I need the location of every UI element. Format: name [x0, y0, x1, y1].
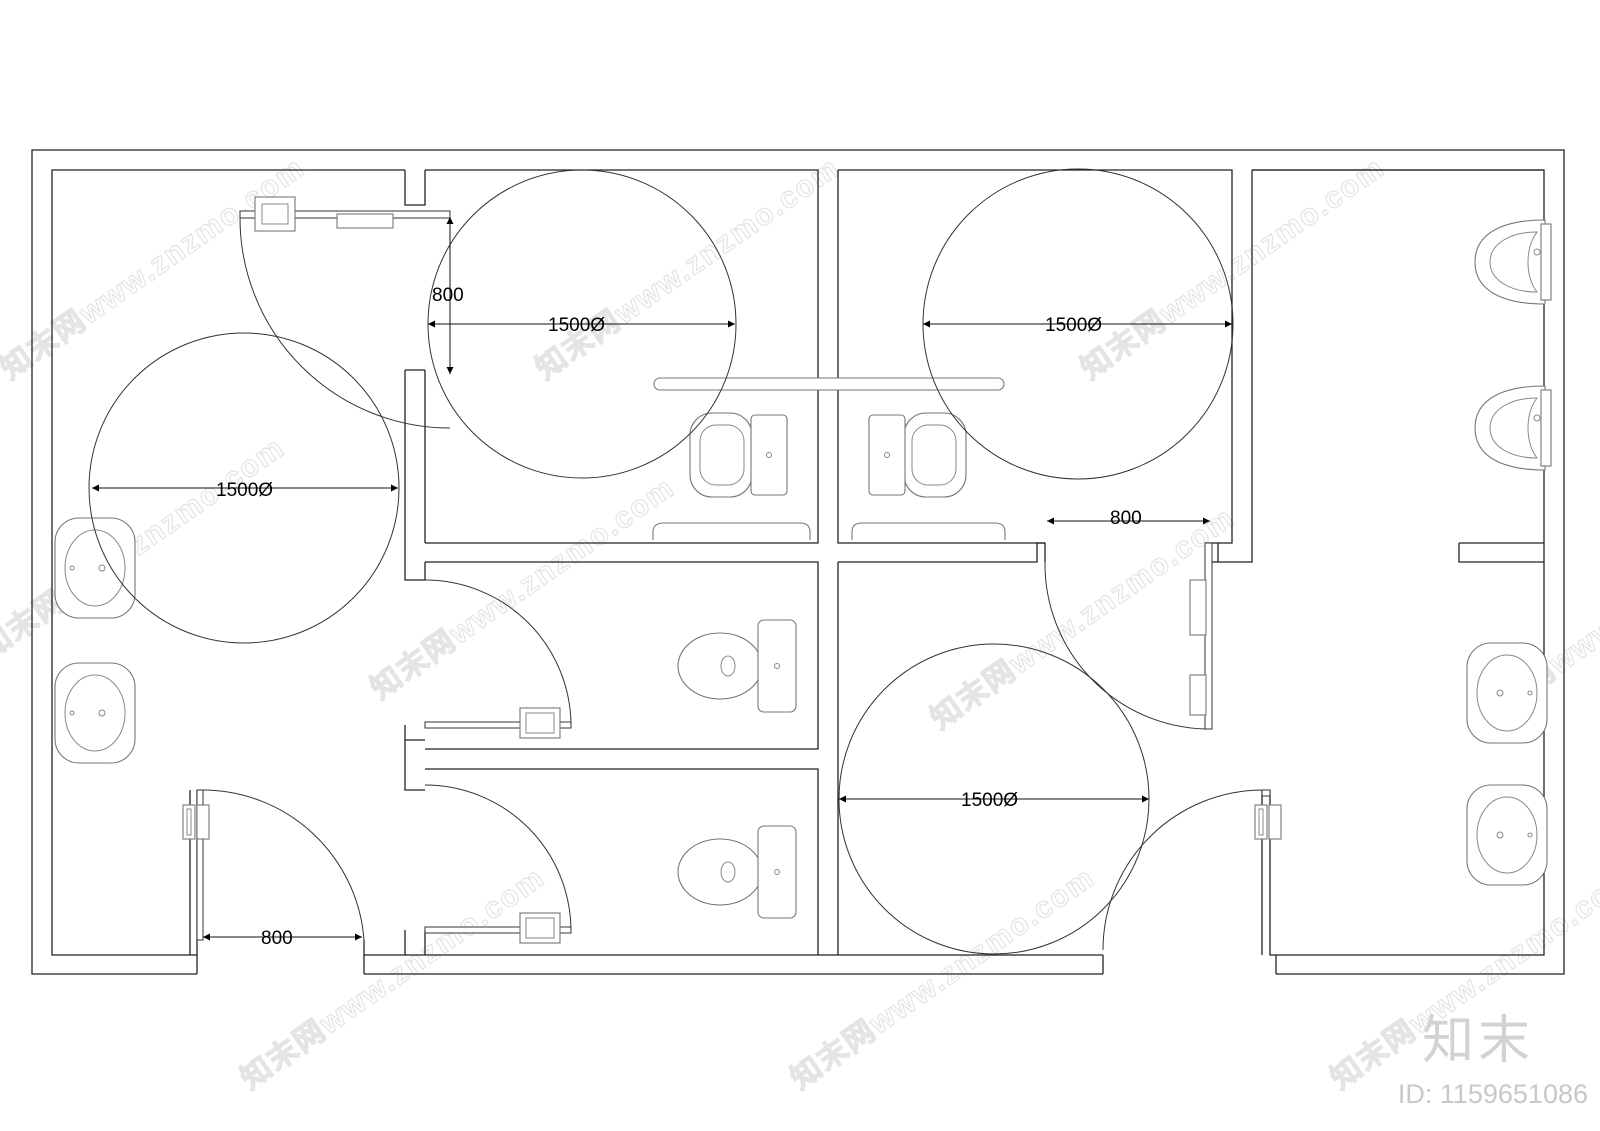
watermark-text: 知末网www.znzmo.com — [530, 151, 846, 386]
watermark-text: 知末网www.znzmo.com — [235, 861, 551, 1096]
toilet — [677, 825, 797, 919]
toilet — [868, 412, 967, 498]
door — [424, 579, 572, 739]
door — [239, 196, 451, 429]
dimension-label: 1500Ø — [548, 315, 605, 336]
dimension-label: 1500Ø — [216, 480, 273, 501]
door — [182, 789, 365, 941]
image-id-label: ID: 1159651086 — [1397, 1079, 1588, 1109]
grab-bar — [851, 522, 1006, 540]
dimension-label: 800 — [1110, 508, 1142, 529]
dimension-label: 1500Ø — [1045, 315, 1102, 336]
wash-basin — [54, 517, 136, 619]
urinal — [1474, 219, 1552, 305]
urinal — [1474, 385, 1552, 471]
doors — [182, 196, 1282, 951]
toilet — [677, 619, 797, 713]
wash-basin — [54, 662, 136, 764]
wash-basin — [1466, 642, 1548, 744]
brand-logo: 知末 — [1421, 1011, 1534, 1071]
watermark-text: 知末网www.znzmo.com — [0, 151, 311, 386]
watermark-layer: 知末网www.znzmo.com 知末网www.znzmo.com 知末网www… — [0, 150, 1600, 1096]
dimensions: 1500Ø 1500Ø 1500Ø 1500Ø 800 800 800 — [92, 217, 1232, 949]
walls — [31, 149, 1565, 975]
wash-basin — [1466, 784, 1548, 886]
grab-bar — [652, 522, 811, 540]
grab-bar — [653, 377, 1005, 391]
watermark-text: 知末网www.znzmo.com — [785, 861, 1101, 1096]
turning-circle — [88, 332, 400, 644]
watermark-text: 知末网www.znzmo.com — [0, 431, 291, 666]
dimension-label: 800 — [261, 928, 293, 949]
dimension-label: 800 — [432, 285, 464, 306]
door — [1102, 789, 1282, 951]
door — [424, 784, 572, 944]
dimension-label: 1500Ø — [961, 790, 1018, 811]
watermark-text: 知末网www.znzmo.com — [365, 471, 681, 706]
watermark-text: 知末网www.znzmo.com — [1075, 151, 1391, 386]
fixtures — [54, 219, 1552, 919]
toilet — [689, 412, 788, 498]
